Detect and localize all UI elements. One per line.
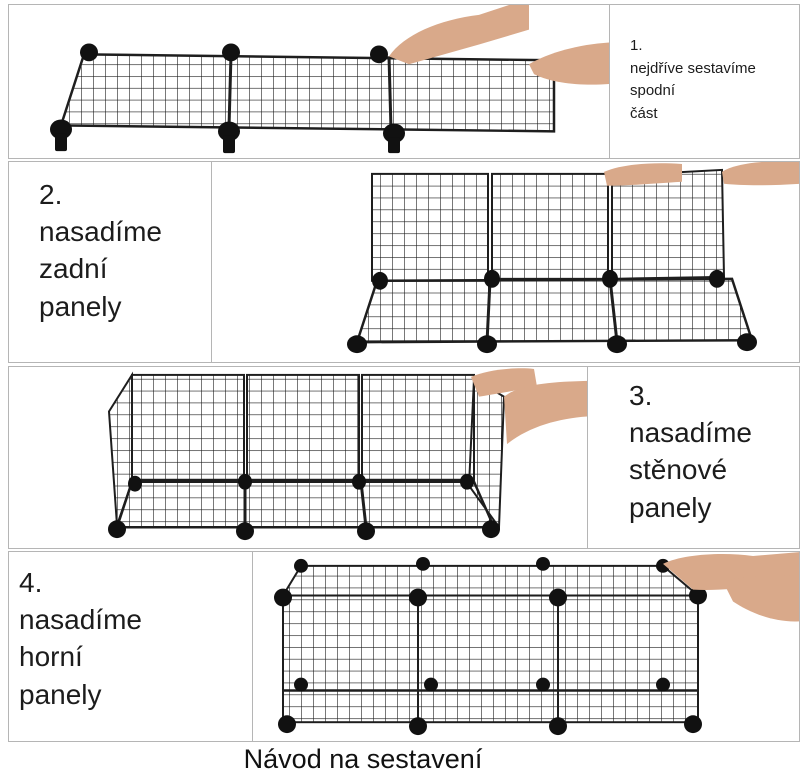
step-2-line-1: nasadíme: [39, 216, 162, 248]
step-3-photo: [9, 367, 587, 548]
step-1-photo: [9, 5, 609, 158]
step-4-caption: 4. nasadíme horní panely: [19, 564, 142, 713]
step-1-line-2: spodní: [630, 82, 676, 99]
step-1-caption: 1. nejdříve sestavíme spodní část: [630, 35, 756, 125]
step-4-line-3: panely: [19, 678, 102, 710]
step-4-number: 4.: [19, 567, 43, 598]
step-4-divider: [252, 552, 253, 741]
step-1-panel: 1. nejdříve sestavíme spodní část: [8, 4, 800, 159]
step-4-line-2: horní: [19, 641, 83, 673]
step-4-panel: 4. nasadíme horní panely: [8, 551, 800, 742]
step-2-photo: [212, 162, 799, 362]
step-1-number: 1.: [630, 37, 643, 54]
step-2-number: 2.: [39, 179, 63, 210]
step-1-line-1: nejdříve sestavíme: [630, 59, 756, 77]
step-3-divider: [587, 367, 588, 548]
step-4-photo: [253, 552, 799, 741]
step-4-line-1: nasadíme: [19, 604, 142, 636]
step-3-number: 3.: [629, 380, 653, 411]
step-2-caption: 2. nasadíme zadní panely: [39, 176, 162, 325]
step-3-line-2: stěnové: [629, 454, 728, 486]
step-2-panel: 2. nasadíme zadní panely: [8, 161, 800, 363]
step-3-line-3: panely: [629, 491, 712, 523]
step-2-line-3: panely: [39, 290, 122, 322]
step-1-line-3: část: [630, 104, 658, 122]
step-3-panel: 3. nasadíme stěnové panely: [8, 366, 800, 549]
step-1-divider: [609, 5, 610, 158]
step-2-line-2: zadní: [39, 253, 108, 285]
step-2-divider: [211, 162, 212, 362]
step-3-caption: 3. nasadíme stěnové panely: [629, 377, 752, 526]
assembly-instructions-title: Návod na sestavení: [243, 744, 483, 774]
step-3-line-1: nasadíme: [629, 417, 752, 449]
